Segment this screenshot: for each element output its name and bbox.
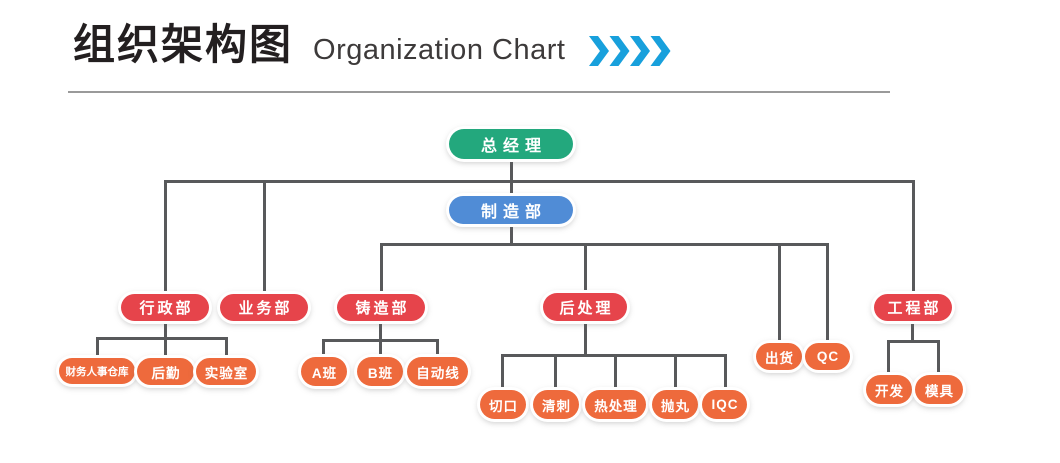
node-casting-dept: 铸造部 [337,294,425,321]
page-subtitle: Organization Chart [313,34,566,66]
node-cutting: 切口 [480,390,526,419]
connector-line [322,339,325,360]
page-header: 组织架构图 Organization Chart [73,20,671,70]
connector-line [937,340,940,378]
node-mold: 模具 [915,375,963,404]
connector-line [614,354,617,393]
node-deburring: 清刺 [533,390,579,419]
connector-line [724,354,727,393]
node-business-dept: 业务部 [220,294,308,321]
connector-line [380,243,383,296]
connector-line [826,243,829,345]
connector-line [96,337,99,361]
connector-line [380,243,829,246]
connector-line [164,321,167,361]
header-divider [68,91,890,93]
connector-line [778,243,781,345]
connector-line [510,158,513,198]
connector-line [584,243,587,295]
connector-line [584,321,587,356]
node-engineering-dept: 工程部 [874,294,952,321]
connector-line [674,354,677,393]
connector-line [911,321,914,341]
connector-line [263,180,266,296]
connector-line [164,180,915,183]
node-manufacturing-dept: 制造部 [449,196,573,224]
node-qc: QC [805,343,850,370]
node-lab: 实验室 [196,358,256,385]
node-logistics: 后勤 [137,358,194,385]
node-admin-dept: 行政部 [121,294,209,321]
connector-line [887,340,890,378]
node-finance-hr-warehouse: 财务人事仓库 [59,358,135,384]
node-iqc: IQC [702,390,747,419]
node-class-b: B班 [357,357,403,386]
connector-line [887,340,940,343]
connector-line [554,354,557,393]
fast-forward-chevrons-icon [589,36,671,67]
connector-line [96,337,228,340]
connector-line [912,180,915,296]
connector-line [322,339,439,342]
node-class-a: A班 [301,357,347,386]
connector-line [225,337,228,361]
connector-line [164,180,167,296]
connector-line [436,339,439,360]
page-title: 组织架构图 [73,21,294,68]
node-development: 开发 [866,375,912,404]
connector-line [501,354,504,393]
node-shipping: 出货 [756,343,802,370]
connector-line [510,223,513,245]
node-general-manager: 总经理 [449,129,573,159]
node-post-processing: 后处理 [543,293,627,321]
node-shot-blasting: 抛丸 [652,390,698,419]
node-heat-treatment: 热处理 [585,390,646,419]
node-auto-line: 自动线 [407,357,468,386]
